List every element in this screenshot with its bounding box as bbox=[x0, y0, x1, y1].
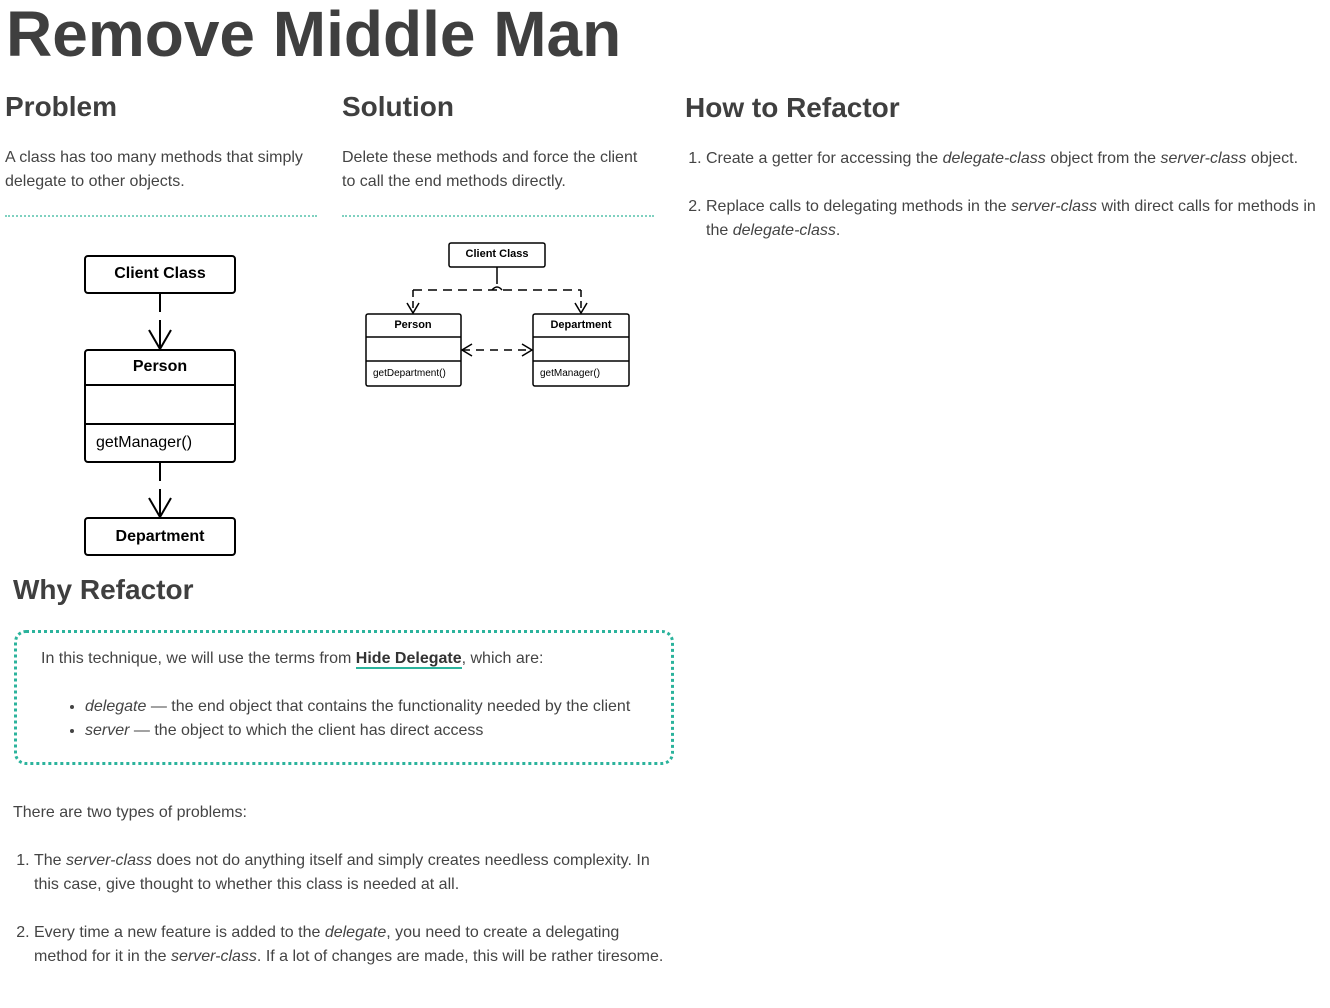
why-refactor-heading: Why Refactor bbox=[13, 574, 194, 605]
solution-arrow-person-head bbox=[406, 302, 420, 315]
solution-person-method: getDepartment() bbox=[373, 368, 446, 379]
how-to-refactor-heading: How to Refactor bbox=[685, 92, 900, 123]
problem-department-label: Department bbox=[116, 528, 206, 545]
problem-item: Every time a new feature is added to the… bbox=[34, 921, 674, 969]
solution-department-method: getManager() bbox=[540, 368, 600, 379]
solution-junction-hop bbox=[491, 286, 503, 291]
terms-note-box: In this technique, we will use the terms… bbox=[14, 630, 674, 765]
term-item: delegate — the end object that contains … bbox=[85, 695, 657, 719]
problem-uml-diagram: Client Class Person getManager() Departm… bbox=[84, 255, 236, 556]
problem-item: The server-class does not do anything it… bbox=[34, 849, 674, 897]
problem-separator bbox=[5, 215, 317, 217]
solution-heading: Solution bbox=[342, 91, 454, 122]
solution-client-class-label: Client Class bbox=[466, 248, 529, 260]
terms-note-intro: In this technique, we will use the terms… bbox=[41, 650, 544, 669]
problem-arrow-2-head bbox=[148, 497, 172, 519]
solution-arrow-department-head bbox=[574, 302, 588, 315]
problem-person-label: Person bbox=[133, 358, 187, 375]
problems-list: The server-class does not do anything it… bbox=[13, 849, 674, 969]
how-to-step: Create a getter for accessing the delega… bbox=[706, 147, 1330, 171]
terms-list: delegate — the end object that contains … bbox=[41, 695, 657, 743]
term-item: server — the object to which the client … bbox=[85, 719, 657, 743]
solution-separator bbox=[342, 215, 654, 217]
solution-text: Delete these methods and force the clien… bbox=[342, 149, 638, 190]
how-to-refactor-steps: Create a getter for accessing the delega… bbox=[685, 147, 1330, 243]
solution-uml-diagram: Client Class Person getDepartment() Depa… bbox=[365, 242, 630, 387]
problems-intro: There are two types of problems: bbox=[13, 804, 247, 821]
solution-bidirectional-head-right bbox=[521, 343, 534, 357]
problem-person-method: getManager() bbox=[96, 434, 192, 451]
hide-delegate-link[interactable]: Hide Delegate bbox=[355, 650, 462, 669]
problem-text: A class has too many methods that simply… bbox=[5, 149, 303, 190]
solution-department-label: Department bbox=[550, 319, 611, 331]
problem-arrow-1-head bbox=[148, 329, 172, 351]
problem-client-class-label: Client Class bbox=[114, 265, 206, 282]
solution-person-label: Person bbox=[394, 319, 432, 331]
solution-bidirectional-head-left bbox=[460, 343, 473, 357]
how-to-step: Replace calls to delegating methods in t… bbox=[706, 195, 1330, 243]
page-title: Remove Middle Man bbox=[6, 0, 622, 70]
problem-heading: Problem bbox=[5, 91, 118, 122]
